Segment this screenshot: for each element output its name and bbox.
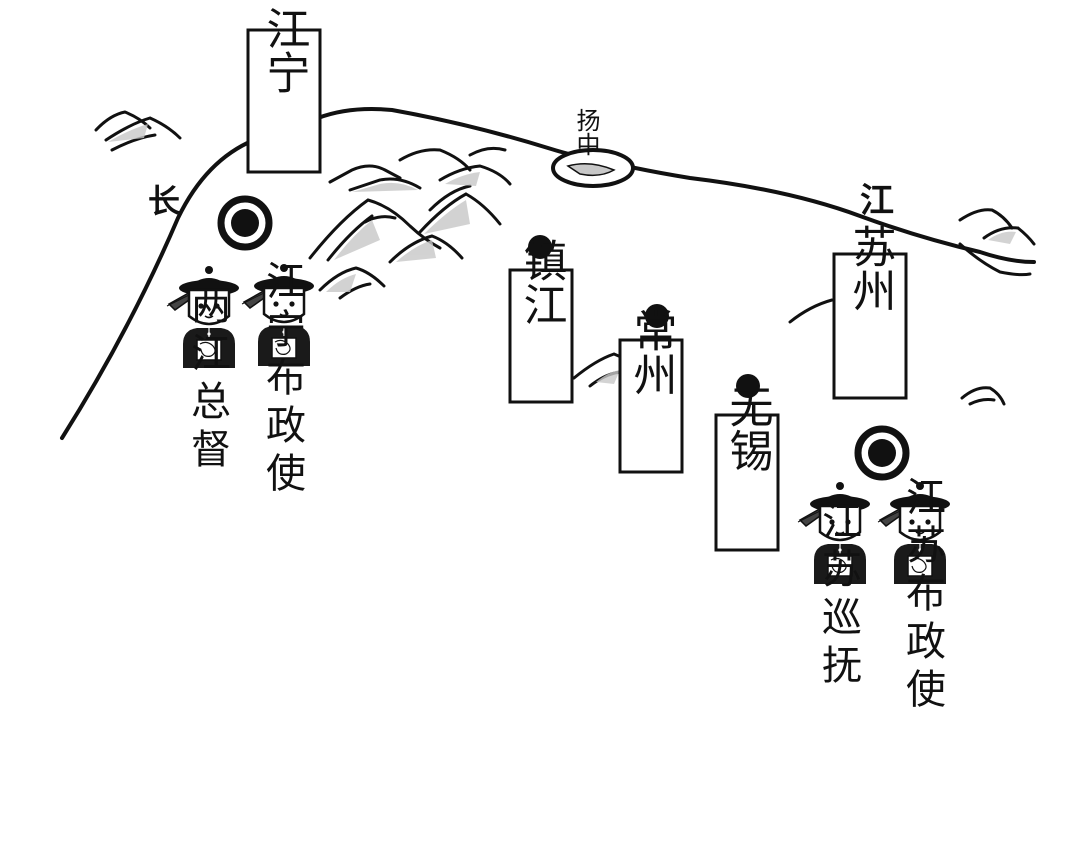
wuxi-label-box: 无锡	[714, 384, 780, 552]
suzhou-label-box: 苏州	[832, 224, 908, 400]
changzhou-marker	[645, 304, 669, 328]
jiangning-marker	[217, 195, 273, 251]
river-label-jiang: 江	[860, 181, 894, 221]
jiangning-label: 江宁	[259, 6, 310, 94]
changzhou-label: 常州	[626, 308, 677, 396]
changzhou-label-box: 常州	[618, 308, 684, 474]
title-liangjiang-governor-general: 两江总督	[184, 284, 230, 476]
wuxi-marker	[736, 374, 760, 398]
title-jiangsu-governor: 江苏巡抚	[815, 500, 861, 692]
yangtze-river	[60, 107, 1036, 440]
jiangning-label-box: 江宁	[246, 6, 322, 174]
zhenjiang-label: 镇江	[516, 238, 567, 326]
zhenjiang-label-box: 镇江	[508, 238, 574, 404]
suzhou-marker	[854, 425, 910, 481]
yangzhong-island	[551, 148, 635, 188]
suzhou-label: 苏州	[845, 224, 896, 312]
zhenjiang-marker	[528, 235, 552, 259]
hill-shading	[108, 124, 1016, 384]
river-label-chang: 长	[148, 182, 180, 220]
wuxi-label: 无锡	[722, 384, 773, 472]
island-label-yang: 扬中	[572, 108, 600, 156]
title-jiangsu-treasurer: 江苏布政使	[899, 476, 946, 716]
title-jiangning-treasurer: 江宁布政使	[259, 260, 306, 500]
